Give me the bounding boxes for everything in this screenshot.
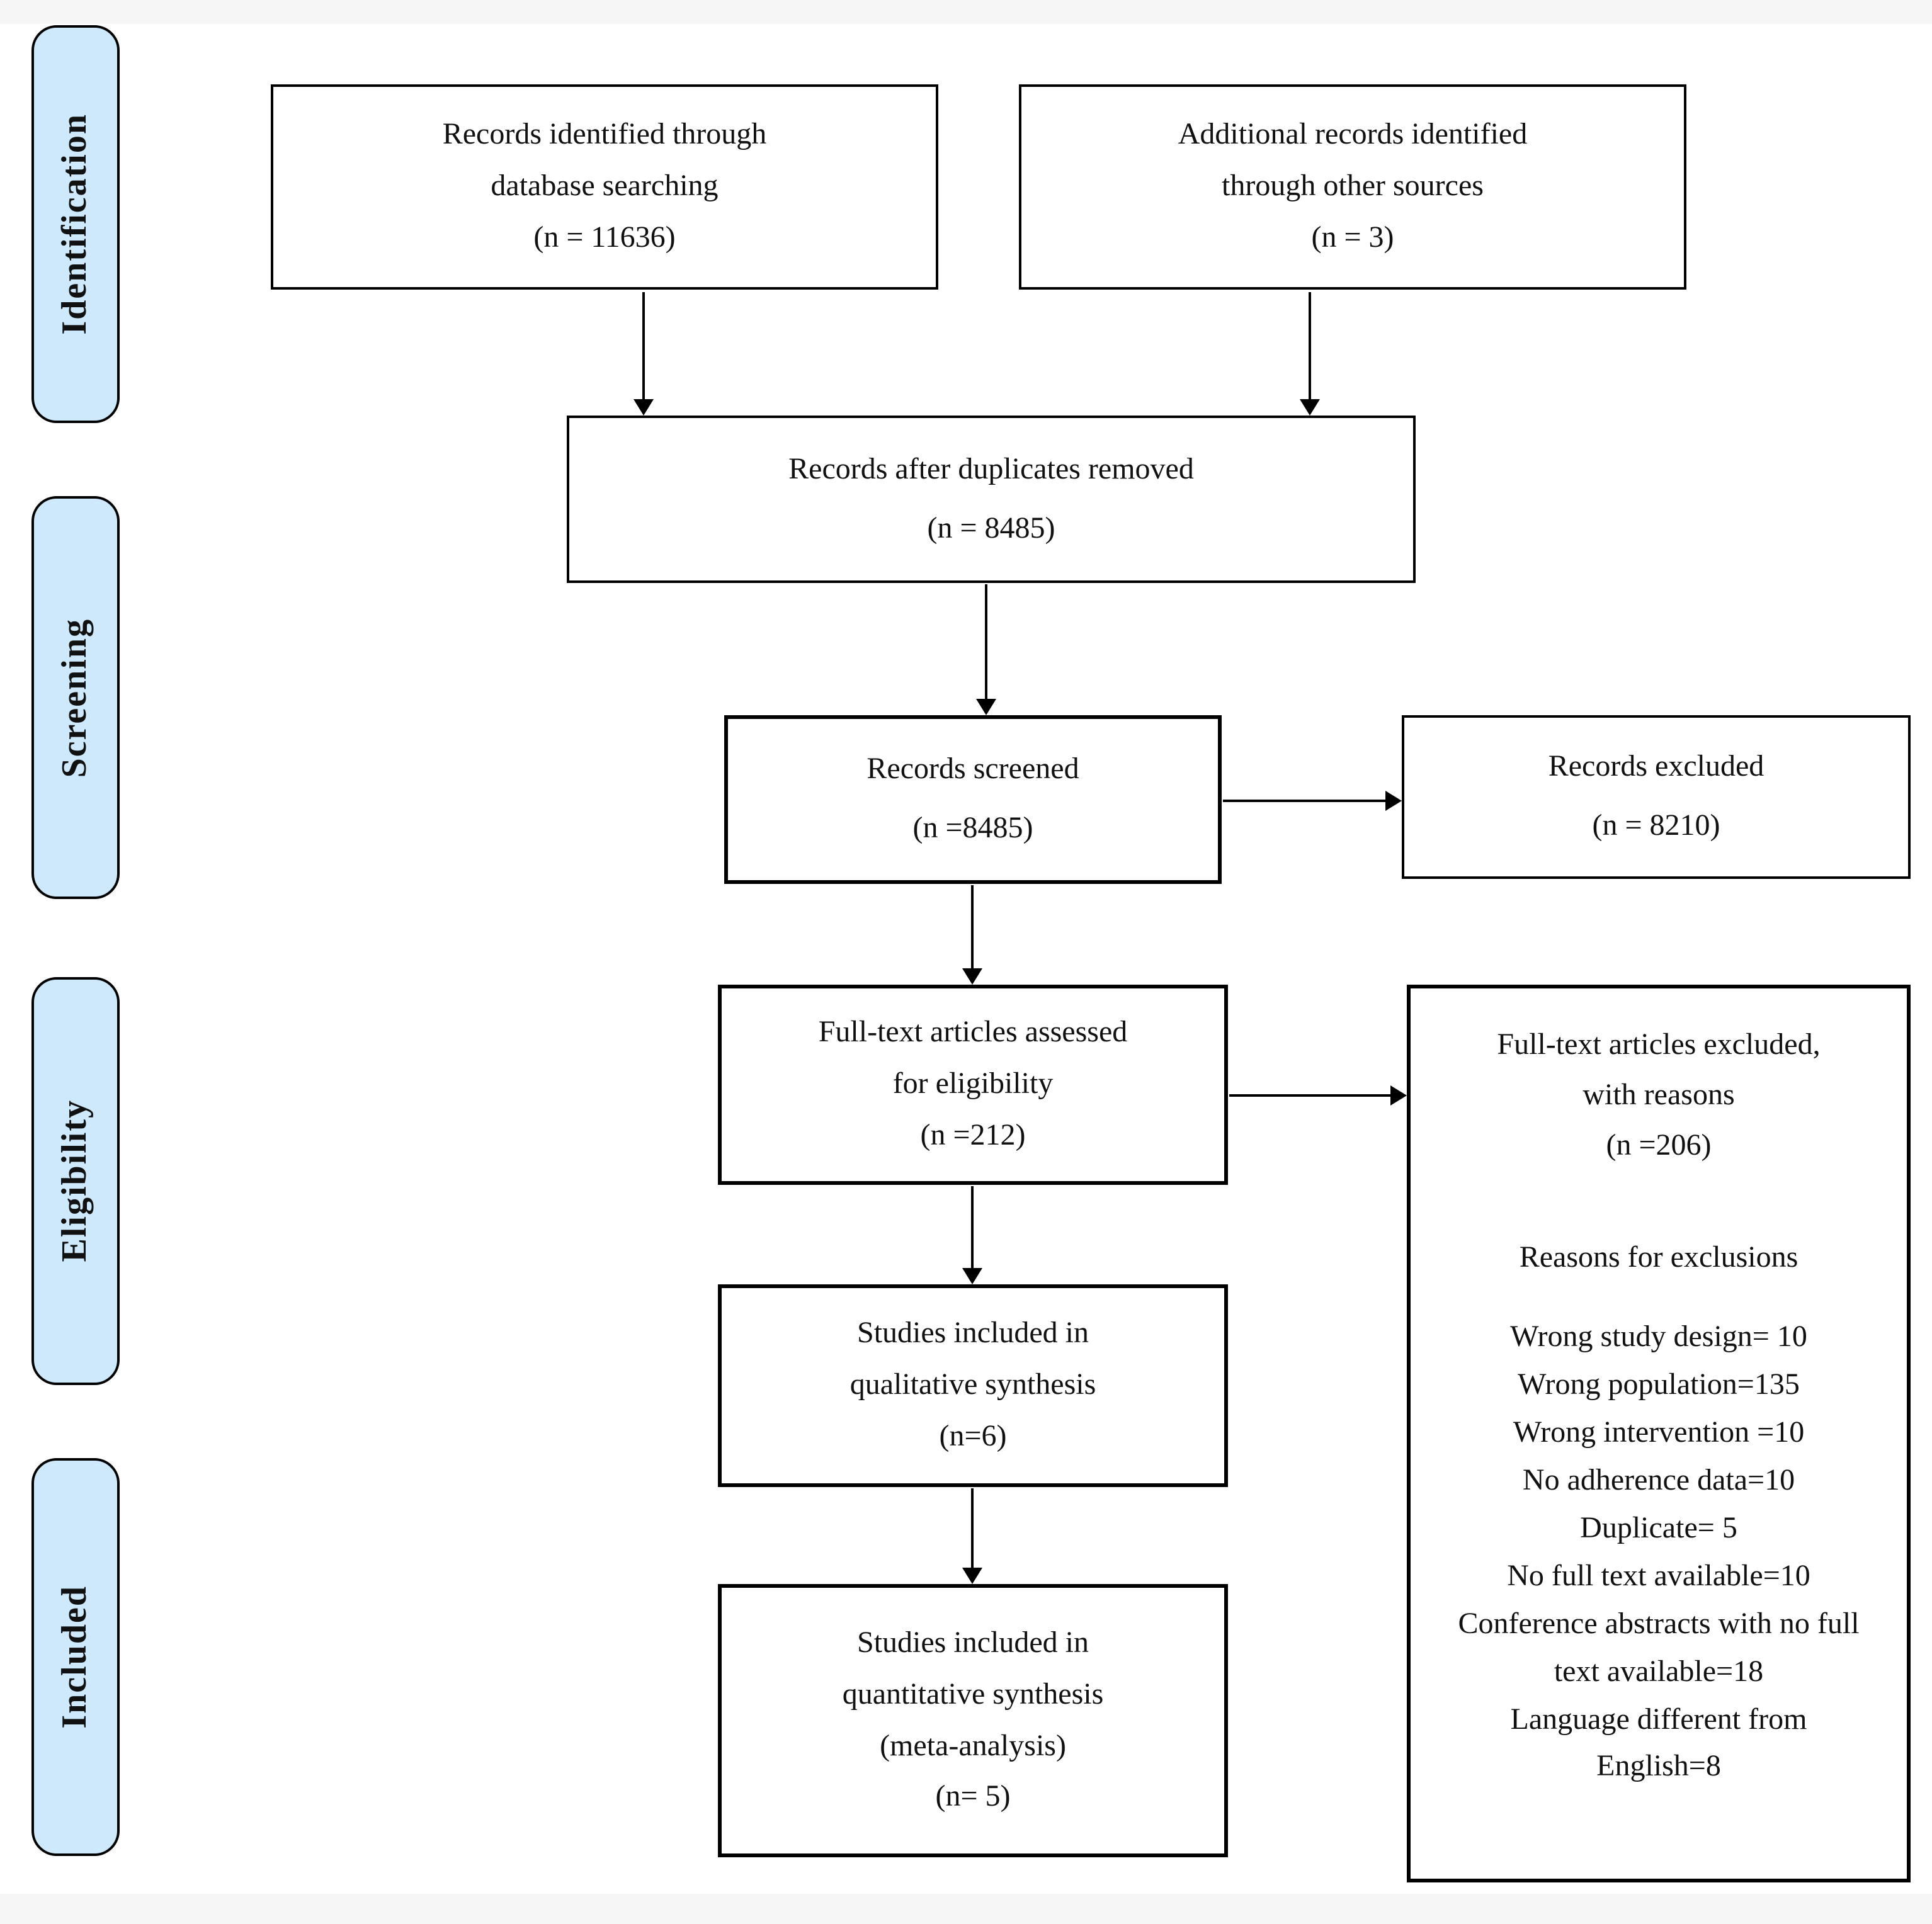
reason-item: Conference abstracts with no full text a… — [1458, 1607, 1860, 1689]
arrowhead-fulltext-to-qualitative — [962, 1268, 982, 1284]
box-line: (n=6) — [939, 1420, 1007, 1453]
box-records-identified: Records identified through database sear… — [271, 84, 938, 290]
arrowhead-screened-to-fulltext — [962, 968, 982, 985]
reason-item: Wrong intervention =10 — [1513, 1417, 1805, 1450]
stage-pill-included: Included — [31, 1458, 120, 1856]
stage-label-included: Included — [55, 1585, 94, 1729]
box-line: with reasons — [1583, 1078, 1735, 1112]
stage-pill-screening: Screening — [31, 496, 120, 899]
arrow-identified-to-dedup — [642, 292, 645, 402]
box-line: qualitative synthesis — [850, 1369, 1096, 1402]
box-records-screened: Records screened (n =8485) — [724, 715, 1222, 884]
box-line: (meta-analysis) — [880, 1729, 1066, 1762]
scan-margin-bottom — [0, 1894, 1932, 1924]
box-quantitative-synthesis: Studies included in quantitative synthes… — [718, 1584, 1228, 1857]
box-line: (n = 8210) — [1592, 810, 1720, 842]
box-fulltext-assessed: Full-text articles assessed for eligibil… — [718, 985, 1228, 1185]
reason-item: Duplicate= 5 — [1580, 1512, 1737, 1545]
box-line: Records identified through — [442, 118, 767, 152]
box-line: Studies included in — [857, 1317, 1089, 1350]
box-line: (n = 3) — [1311, 221, 1394, 254]
box-line: through other sources — [1222, 170, 1484, 203]
arrowhead-fulltext-to-excluded — [1390, 1085, 1407, 1106]
box-line: Records screened — [867, 753, 1079, 786]
box-records-excluded: Records excluded (n = 8210) — [1402, 715, 1911, 879]
box-line: Studies included in — [857, 1626, 1089, 1660]
reason-item: Wrong study design= 10 — [1510, 1321, 1807, 1354]
arrow-additional-to-dedup — [1308, 292, 1312, 402]
arrowhead-additional-to-dedup — [1300, 399, 1320, 416]
arrowhead-dedup-to-screened — [976, 699, 996, 715]
box-line: (n =8485) — [912, 812, 1033, 845]
box-line: (n =212) — [920, 1119, 1026, 1152]
box-line: Records after duplicates removed — [788, 453, 1194, 486]
box-duplicates-removed: Records after duplicates removed (n = 84… — [567, 416, 1416, 583]
stage-label-identification: Identification — [55, 113, 94, 335]
box-additional-records: Additional records identified through ot… — [1019, 84, 1686, 290]
reasons-title: Reasons for exclusions — [1519, 1242, 1798, 1275]
box-line: (n = 11636) — [533, 221, 676, 254]
box-line: (n= 5) — [935, 1780, 1011, 1814]
box-line: (n =206) — [1606, 1129, 1712, 1162]
stage-pill-eligibility: Eligibility — [31, 977, 120, 1385]
box-line: quantitative synthesis — [842, 1678, 1104, 1711]
arrow-dedup-to-screened — [984, 584, 988, 701]
arrow-screened-to-fulltext — [970, 885, 974, 971]
reasons-list: Wrong study design= 10 Wrong population=… — [1447, 1315, 1870, 1792]
scan-margin-top — [0, 0, 1932, 24]
arrow-screened-to-excluded — [1223, 799, 1387, 803]
box-line: database searching — [491, 170, 719, 203]
box-line: Records excluded — [1548, 750, 1764, 784]
stage-label-eligibility: Eligibility — [55, 1099, 94, 1263]
box-line: Full-text articles assessed — [818, 1016, 1128, 1050]
box-line: Additional records identified — [1178, 118, 1528, 152]
box-line: (n = 8485) — [927, 512, 1055, 545]
box-line: Full-text articles excluded, — [1497, 1029, 1821, 1061]
reason-item: Wrong population=135 — [1518, 1369, 1800, 1402]
stage-pill-identification: Identification — [31, 25, 120, 423]
stage-label-screening: Screening — [55, 618, 94, 778]
arrowhead-qualitative-to-quantitative — [962, 1568, 982, 1584]
reason-item: No adherence data=10 — [1522, 1464, 1795, 1498]
box-line: for eligibility — [892, 1068, 1054, 1101]
arrow-fulltext-to-excluded — [1229, 1094, 1392, 1097]
reason-item: Language different from English=8 — [1510, 1703, 1807, 1784]
arrow-fulltext-to-qualitative — [970, 1186, 974, 1270]
box-qualitative-synthesis: Studies included in qualitative synthesi… — [718, 1284, 1228, 1487]
reason-item: No full text available=10 — [1507, 1559, 1810, 1593]
arrow-qualitative-to-quantitative — [970, 1488, 974, 1570]
arrowhead-screened-to-excluded — [1385, 791, 1402, 811]
box-fulltext-excluded: Full-text articles excluded, with reason… — [1407, 985, 1911, 1882]
arrowhead-identified-to-dedup — [634, 399, 654, 416]
